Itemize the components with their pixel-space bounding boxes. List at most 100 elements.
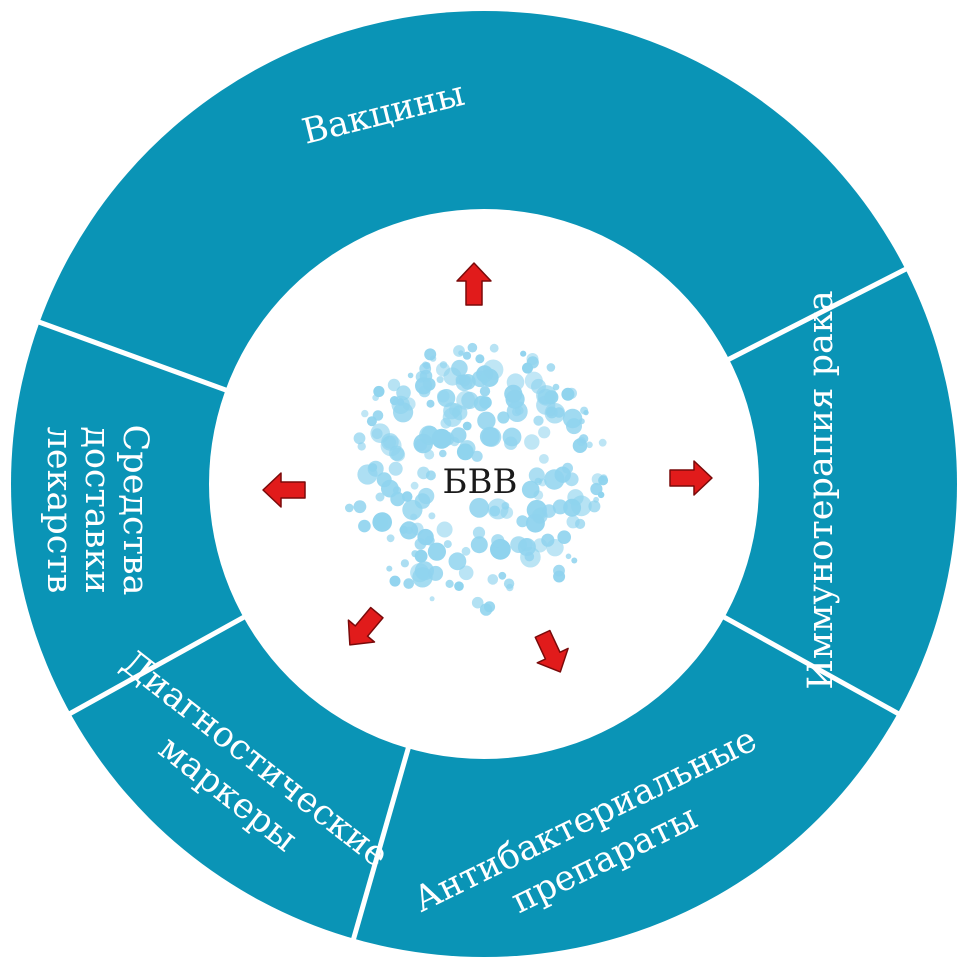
arrow-icon [456,262,492,306]
vesicle-dot [460,374,476,390]
vesicle-dot [366,416,377,427]
vesicle-dot [357,442,366,451]
vesicle-dot [503,578,515,589]
vesicle-dot [504,436,518,450]
vesicle-dot [471,596,484,609]
vesicle-dot [448,552,467,571]
vesicle-dot [373,385,385,398]
segment-cancer-immunotherapy: Иммунотерапия рака [801,290,841,689]
vesicle-dot [381,479,399,498]
vesicle-dot [524,371,543,390]
vesicle-dot [424,449,435,460]
ring-divider [65,613,249,718]
ring-divider [719,613,903,718]
vesicle-dot [414,493,431,509]
vesicle-dot [524,551,535,562]
vesicle-dot [458,565,474,581]
segment-label-drug-delivery-line3: лекарств [39,427,79,594]
segment-label-drug-delivery-line1: Средства [115,425,155,596]
vesicle-dot [472,526,486,539]
vesicle-dot [353,432,366,445]
vesicle-dot [462,421,472,431]
vesicle-dot [536,385,557,406]
vesicle-dot [427,542,446,561]
vesicle-dot [498,571,507,580]
vesicle-dot [564,472,579,487]
vesicle-dot [553,407,565,418]
vesicle-dot [497,411,510,424]
vesicle-dot [546,363,556,372]
vesicle-dot [422,377,436,391]
vesicle-dot [353,500,367,514]
vesicle-dot [439,361,448,369]
vesicle-dot [546,407,556,417]
ring-divider [724,265,911,364]
vesicle-dot [414,438,428,452]
inner-circle [209,209,759,759]
vesicle-dot [361,409,369,418]
vesicle-dot [426,399,435,408]
vesicle-dot [516,515,529,528]
vesicle-dot [489,343,499,353]
vesicle-dot [443,540,452,549]
vesicle-dot [431,428,452,449]
vesicle-dot [522,362,533,374]
vesicle-dot [414,538,427,550]
vesicle-dot [588,500,601,513]
vesicle-dot [591,473,604,486]
vesicle-dot [571,557,578,564]
vesicle-dot [386,565,393,572]
vesicle-dot [456,443,474,461]
vesicle-dot [571,495,592,517]
vesicle-dot [544,469,565,490]
vesicle-dot [370,423,391,444]
vesicle-dot [415,371,428,383]
vesicle-dot [487,574,499,585]
vesicle-dot [475,354,485,364]
vesicle-dot [562,462,573,474]
vesicle-dot [517,538,536,556]
vesicle-dot [524,434,540,450]
arrow-icon [347,606,384,646]
arrows [262,262,713,673]
vesicle-dot [358,519,371,533]
vesicle-dot [553,564,565,577]
vesicle-dot [566,515,580,529]
vesicle-dot [471,450,483,462]
vesicle-dot [388,461,403,476]
vesicle-dot [387,378,401,392]
vesicle-dot [542,504,556,518]
vesicle-dot [449,436,460,447]
vesicle-dot [424,348,437,361]
vesicle-dot [345,503,354,513]
vesicle-dot [445,579,454,589]
arrow-icon [534,629,569,673]
vesicle-dot [562,408,583,429]
vesicle-dot [561,387,575,401]
vesicle-dot [520,350,527,357]
vesicle-dot [428,512,436,520]
vesicle-dot [483,359,504,380]
vesicle-dot [467,342,478,353]
vesicle-dot [429,596,435,602]
vesicle-dot [470,536,488,554]
vesicle-dot [372,512,393,532]
vesicle-dot [481,427,502,447]
vesicle-dot [439,449,447,458]
vesicle-dot [440,417,452,429]
vesicle-dot [451,359,468,377]
vesicle-dot [425,470,436,481]
vesicle-dot [403,578,415,589]
vesicle-dot [424,535,435,546]
vesicle-dot [469,497,490,518]
vesicle-dot [598,438,607,447]
vesicle-dot [389,445,405,461]
vesicle-dot [386,534,395,543]
vesicle-dot [479,386,491,397]
vesicle-dot [565,553,572,560]
vesicle-dot [552,499,568,515]
arrow-icon [262,472,306,508]
segment-label-cancer-immunotherapy: Иммунотерапия рака [801,290,841,689]
vesicle-dot [453,345,465,357]
vesicle-dot [557,530,571,544]
